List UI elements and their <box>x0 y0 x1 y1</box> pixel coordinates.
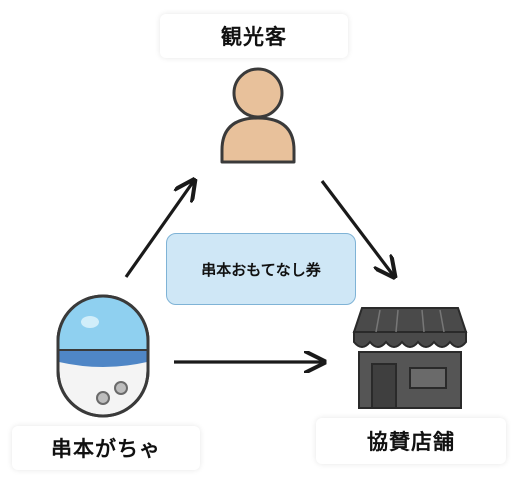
arrow-tourist-to-store <box>320 180 393 275</box>
store-label: 協賛店舗 <box>316 418 506 464</box>
arrow-gacha-to-tourist <box>124 182 193 278</box>
gacha-label: 串本がちゃ <box>12 426 200 470</box>
capsule-icon <box>56 294 150 418</box>
tourist-label: 観光客 <box>160 14 348 58</box>
person-icon <box>220 67 296 164</box>
voucher-label: 串本おもてなし券 <box>166 233 356 305</box>
storefront-icon <box>352 307 468 409</box>
